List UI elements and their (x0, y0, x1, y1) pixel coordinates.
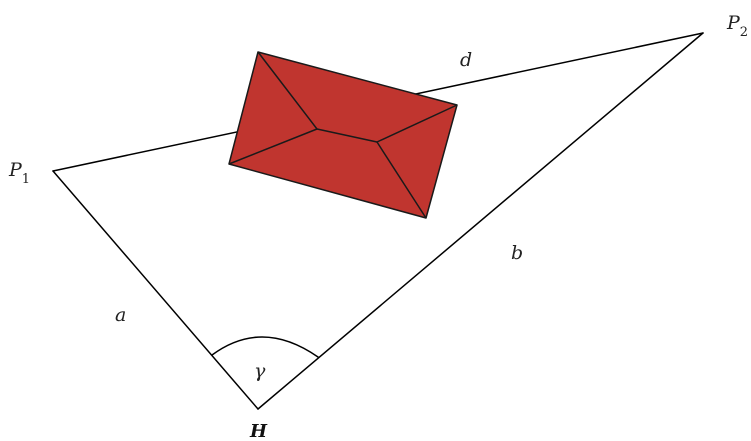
point-p2-label: P2 (726, 12, 748, 40)
side-a-label: a (115, 304, 126, 326)
side-b-line (257, 32, 704, 410)
roof-hip-left (228, 128, 318, 165)
angle-gamma-arc (211, 336, 319, 358)
angle-gamma-label: γ (254, 360, 266, 382)
point-h-label: H (249, 421, 268, 441)
building-roof (228, 51, 458, 219)
side-a-line (52, 170, 259, 410)
side-d-label: d (460, 49, 472, 71)
roof-hip-right (376, 141, 427, 219)
point-p1-label: P1 (8, 159, 30, 187)
side-b-label: b (511, 242, 523, 264)
roof-ridge (257, 51, 458, 143)
